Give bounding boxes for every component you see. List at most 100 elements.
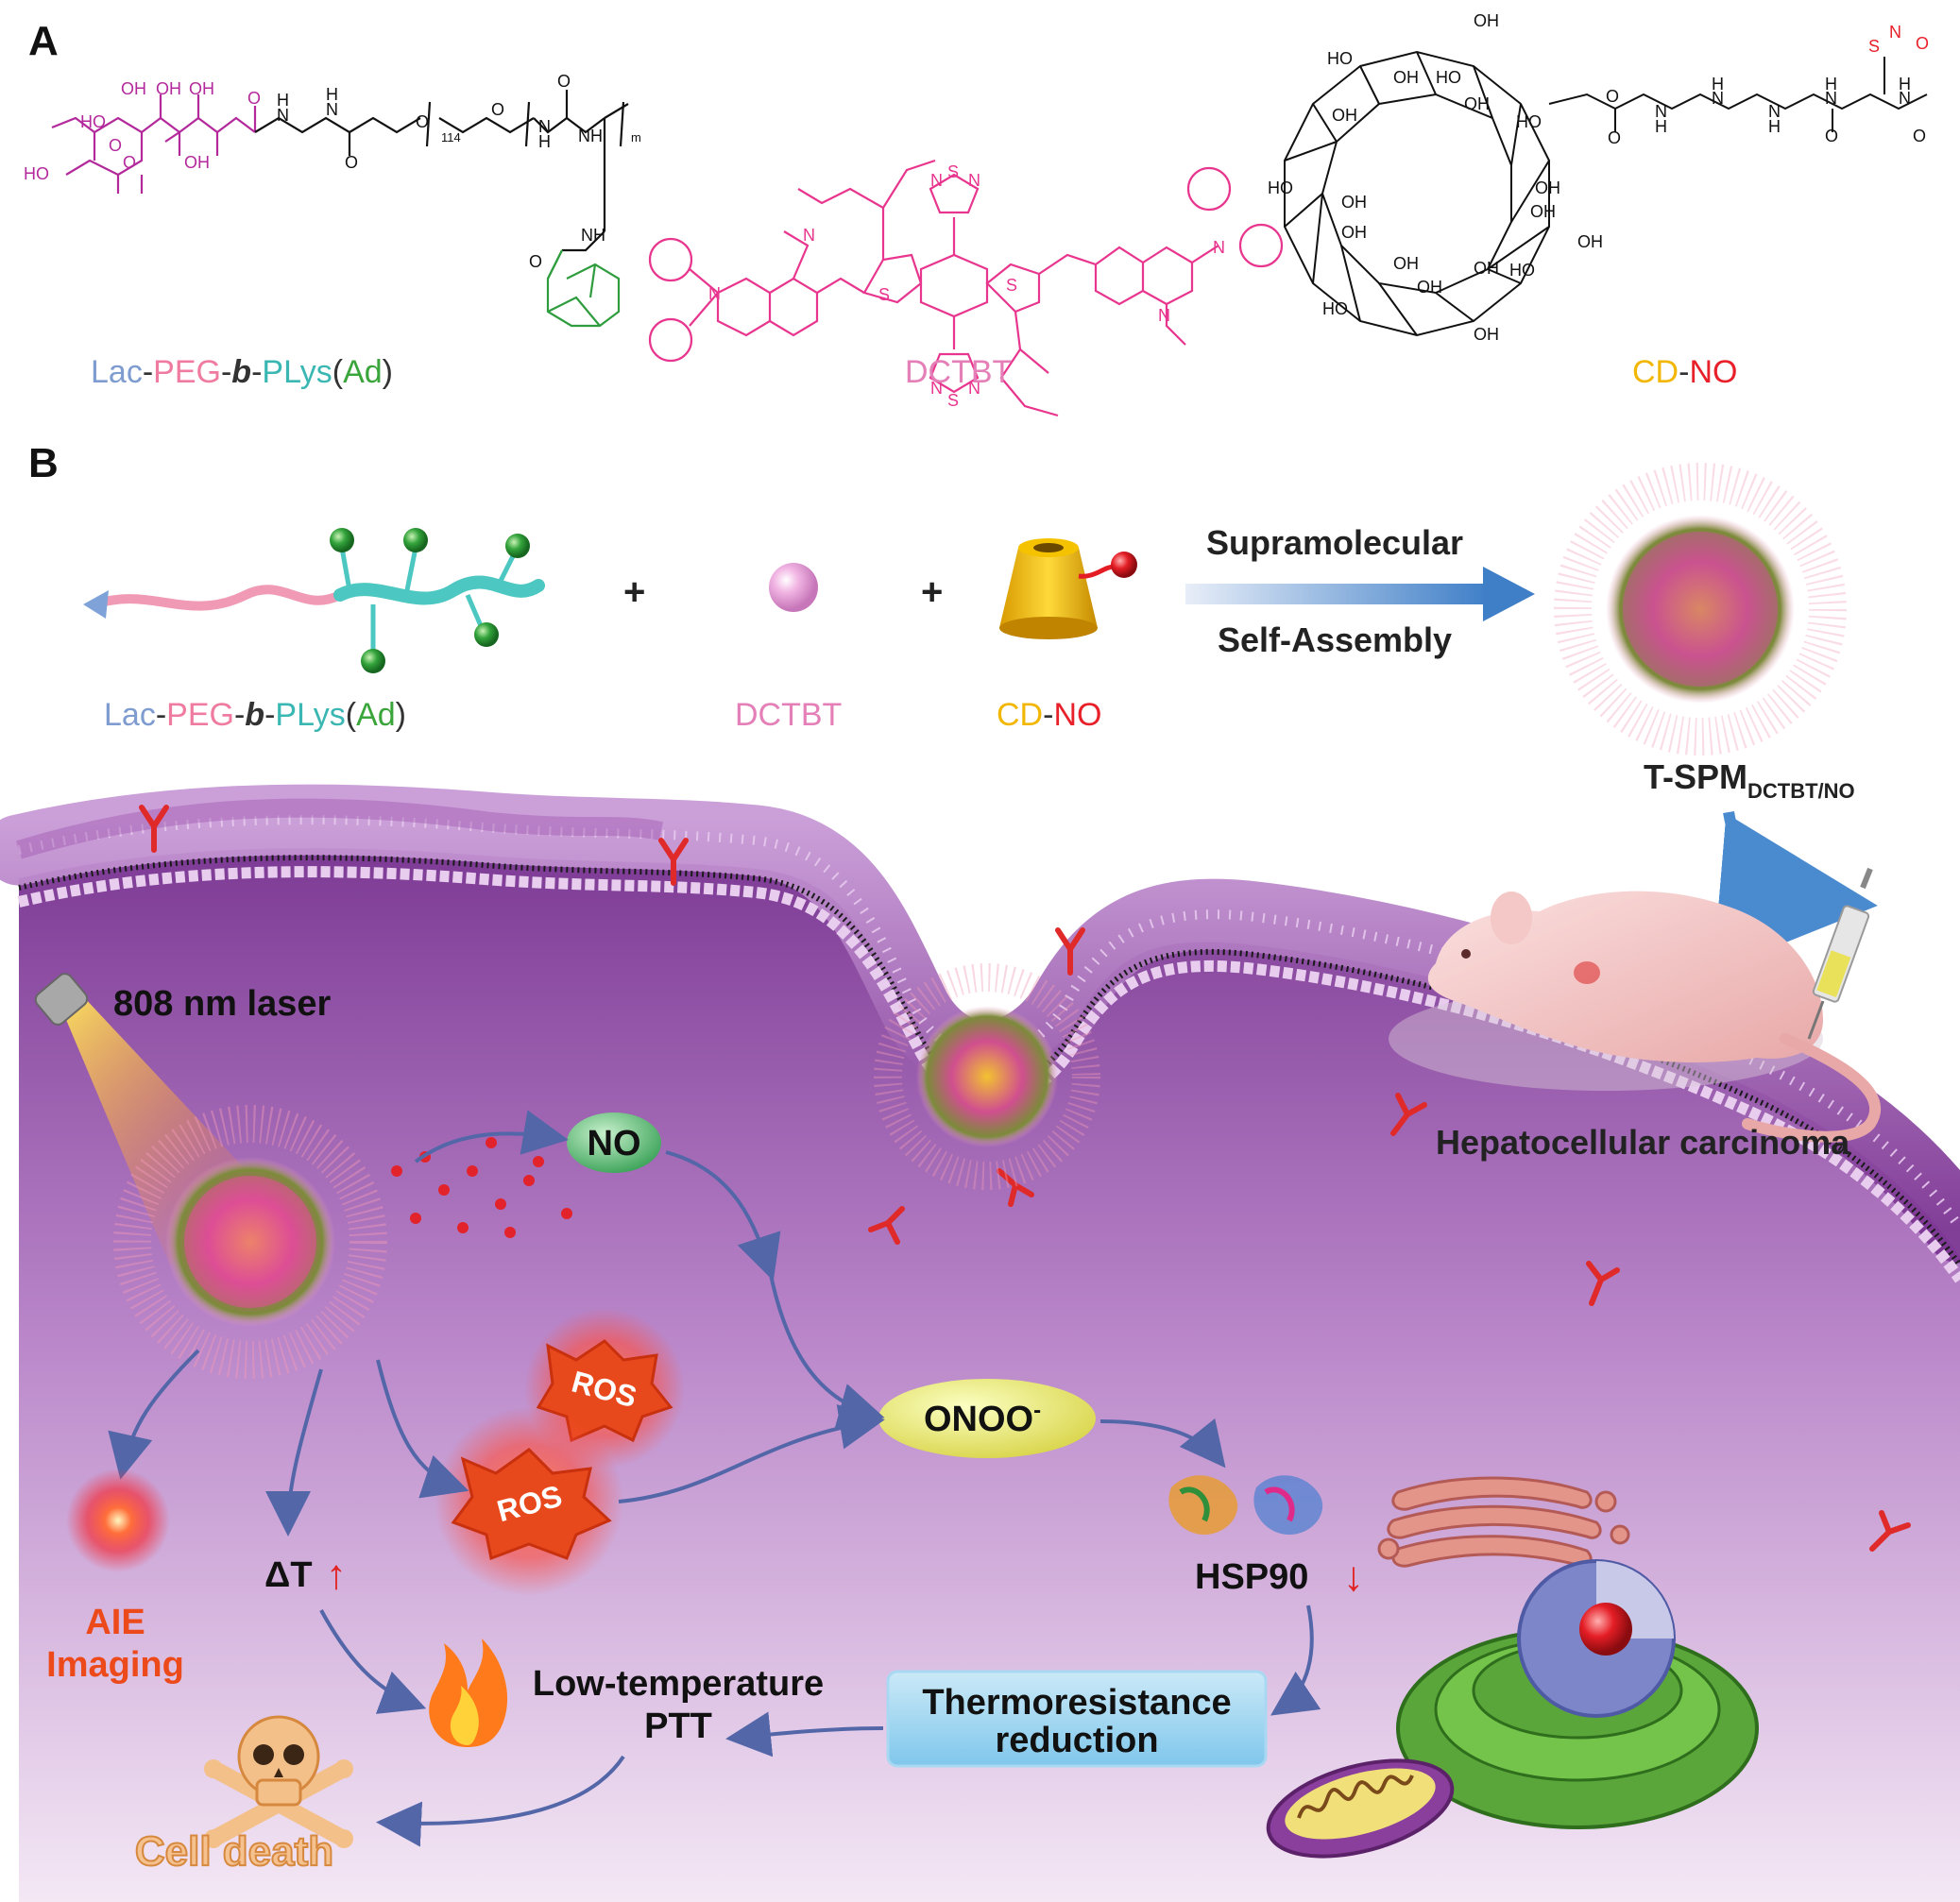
svg-text:N: N [708, 284, 721, 303]
svg-text:N: N [1768, 102, 1781, 121]
svg-text:NH: NH [578, 127, 603, 145]
svg-text:O: O [345, 153, 358, 172]
svg-text:O: O [529, 252, 542, 271]
hsp90-down-arrow: ↓ [1343, 1554, 1364, 1600]
svg-text:N: N [968, 379, 980, 398]
svg-text:OH: OH [1474, 259, 1499, 278]
svg-text:OH: OH [1530, 202, 1556, 221]
ros-burst-2 [435, 1407, 623, 1596]
svg-text:HO: HO [80, 112, 106, 131]
endocytosed-nanoparticle [874, 963, 1100, 1190]
fire-icon [429, 1639, 508, 1747]
hsp90-label: HSP90 [1195, 1557, 1308, 1597]
receptors [139, 805, 1911, 1552]
svg-text:O: O [557, 72, 571, 91]
mitochondrion [1266, 1758, 1455, 1859]
dctbt-structure [648, 159, 1284, 417]
svg-text:OH: OH [184, 153, 210, 172]
thermoresistance-box [886, 1670, 1268, 1768]
svg-text:HO: HO [24, 164, 49, 183]
svg-text:H: H [1655, 117, 1667, 136]
svg-text:114: 114 [441, 130, 461, 144]
svg-text:HO: HO [1322, 299, 1348, 318]
svg-text:O: O [123, 153, 136, 172]
dctbt-sphere [769, 563, 818, 612]
svg-text:O: O [491, 100, 504, 119]
plus-2: + [921, 571, 943, 613]
delta-t-up-arrow: ↑ [326, 1552, 347, 1598]
syringe [1807, 867, 1873, 1040]
hcc-label: Hepatocellular carcinoma [1436, 1123, 1850, 1162]
t-spm-nanoparticle [1554, 463, 1847, 756]
svg-text:H: H [1899, 75, 1911, 93]
svg-text:H: H [277, 91, 289, 110]
flow-arrows [108, 1110, 1321, 1847]
svg-text:OH: OH [1535, 178, 1560, 197]
svg-text:N: N [930, 379, 943, 398]
irradiated-nanoparticle [113, 1105, 387, 1379]
panel-a-letter: A [28, 18, 59, 64]
svg-text:HO: HO [1516, 112, 1542, 131]
svg-text:H: H [326, 85, 338, 104]
svg-text:OH: OH [1577, 232, 1603, 251]
svg-text:H: H [1825, 75, 1837, 93]
svg-text:O: O [1606, 87, 1619, 106]
svg-text:OH: OH [1393, 68, 1419, 87]
svg-text:N: N [277, 106, 289, 125]
svg-text:HO: HO [1327, 49, 1353, 68]
dctbt-atom-labels: N N S N S N N S N S N N [708, 162, 1225, 410]
svg-text:H: H [1768, 117, 1781, 136]
onoo-label: ONOO- [924, 1398, 1041, 1439]
injection-arrow [1713, 810, 1878, 972]
plus-1: + [623, 571, 645, 613]
svg-text:S: S [947, 162, 959, 181]
svg-text:N: N [1899, 89, 1911, 108]
panel-a-cdno-label: CD-NO [1632, 354, 1737, 390]
product-label: T-SPMDCTBT/NO [1644, 757, 1855, 803]
svg-text:N: N [803, 226, 815, 245]
svg-text:m: m [631, 130, 641, 144]
svg-text:HO: HO [1436, 68, 1461, 87]
svg-text:N: N [1825, 89, 1837, 108]
svg-text:OH: OH [1474, 11, 1499, 30]
panel-b-cdno-label: CD-NO [997, 697, 1101, 733]
svg-text:HO: HO [1268, 178, 1293, 197]
panel-b-lac-peg-label: Lac-PEG-b-PLys(Ad) [104, 697, 406, 733]
svg-text:N: N [326, 100, 338, 119]
svg-text:OH: OH [1474, 325, 1499, 344]
svg-text:N: N [1712, 89, 1724, 108]
svg-text:H: H [1712, 75, 1724, 93]
svg-text:OH: OH [1417, 278, 1442, 297]
svg-text:N: N [968, 171, 980, 190]
lac-peg-plys-structure [51, 90, 629, 328]
onoo-pill [878, 1379, 1096, 1458]
laser-label: 808 nm laser [113, 984, 331, 1024]
svg-text:OH: OH [189, 79, 214, 98]
svg-text:OH: OH [1464, 94, 1490, 113]
cell-death-label: Cell death [135, 1828, 333, 1875]
svg-text:HO: HO [1509, 261, 1535, 280]
polymer-cartoon [83, 528, 545, 673]
thermo-label-1: Thermoresistance [922, 1683, 1231, 1723]
svg-text:N: N [1655, 102, 1667, 121]
no-pill [567, 1112, 661, 1173]
svg-text:O: O [109, 136, 122, 155]
svg-text:N: N [1213, 238, 1225, 257]
svg-text:S: S [1006, 276, 1017, 295]
svg-text:N: N [1889, 23, 1901, 42]
cd-no-cup [999, 538, 1137, 639]
svg-text:O: O [1825, 127, 1838, 145]
svg-text:OH: OH [1393, 254, 1419, 273]
self-assembly-label: Self-Assembly [1218, 620, 1452, 659]
svg-text:S: S [1868, 37, 1880, 56]
aie-label-2: Imaging [46, 1645, 184, 1685]
svg-text:N: N [930, 171, 943, 190]
svg-text:OH: OH [156, 79, 181, 98]
supramolecular-label: Supramolecular [1206, 523, 1463, 562]
panel-a-dctbt-label: DCTBT [905, 354, 1012, 390]
panel-b-letter: B [28, 440, 59, 486]
svg-text:N: N [1158, 306, 1170, 325]
aie-glow [66, 1469, 170, 1572]
svg-text:NH: NH [581, 226, 605, 245]
